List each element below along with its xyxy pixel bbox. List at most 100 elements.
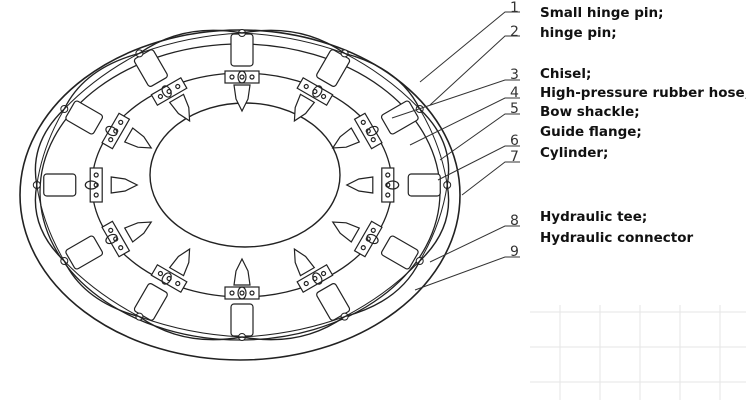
chisel [331,221,361,243]
bow-shackle [105,233,118,245]
chisel [123,127,153,149]
chisel-unit [65,220,153,270]
bow-shackle [161,85,172,98]
bolt-hole [370,227,376,233]
leader-line-4 [409,97,520,146]
leader-line-3 [391,79,520,119]
chisel-unit [293,247,351,321]
bolt-hole [157,93,164,100]
high-pressure-rubber-hose [241,32,345,54]
callout-number-6: 6 [510,133,519,149]
callout-number-8: 8 [510,213,519,229]
bolt-hole [175,280,181,287]
high-pressure-rubber-hose [344,260,421,318]
high-pressure-rubber-hose [139,32,243,54]
high-pressure-rubber-hose [63,260,140,318]
chisel [293,247,316,277]
chisel [293,93,316,123]
cylinder-body [380,235,419,270]
cylinder-body [65,235,104,270]
leader-line-9 [414,256,520,291]
high-pressure-rubber-hose [34,108,65,186]
high-pressure-rubber-hose [138,316,243,341]
high-pressure-rubber-hose [241,316,345,338]
bow-shackle [84,180,98,190]
chisel [233,257,251,286]
leader-line-8 [429,225,520,263]
chisel-unit [133,247,191,321]
leader-line-7 [461,161,520,196]
high-pressure-rubber-hose [34,184,65,262]
high-pressure-rubber-hose [63,260,140,318]
bolt-hole [239,290,245,296]
legend-high-pressure-rubber-hose: High-pressure rubber hose; [540,85,746,101]
leader-line-6 [437,145,520,181]
cylinder-body [65,100,104,135]
chisel [123,221,153,243]
background-grid [530,305,746,400]
chisel-unit [331,100,419,150]
chisel-unit [133,49,191,123]
cylinder-body [407,173,441,197]
chisel-units [32,29,452,341]
bolt-hole [118,119,124,125]
leader-lines [391,11,520,291]
high-pressure-rubber-hose [419,108,450,186]
chisel [345,176,374,194]
chisel-unit [43,167,139,203]
cylinder-body [230,303,254,337]
bolt-hole [303,83,309,90]
high-pressure-rubber-hose [63,52,140,110]
bolt-hole [108,137,114,143]
bolt-hole [157,270,164,277]
leader-line-1 [419,11,520,83]
bolt-hole [93,172,99,178]
high-pressure-rubber-hose [419,184,450,262]
bolt-hole [118,245,124,251]
high-pressure-rubber-hose [63,52,140,110]
bolt-hole [249,74,255,80]
high-pressure-rubber-hose [419,108,448,186]
chisel [168,247,191,277]
chisel [110,176,139,194]
high-pressure-rubber-hose [241,29,346,54]
bolt-hole [385,192,391,198]
bow-shackle [366,125,379,137]
leader-line-5 [439,113,520,161]
leader-line-2 [429,35,520,106]
chisel [168,93,191,123]
chisel-unit [331,220,419,270]
bolt-hole [360,119,366,125]
high-pressure-rubber-hose [138,29,243,54]
bow-shackle [161,272,172,285]
bolt-hole [320,93,327,100]
legend-hydraulic-connector: Hydraulic connector [540,230,694,246]
cylinder-body [380,100,419,135]
legend-small-hinge-pin: Small hinge pin; [540,5,664,21]
legend-guide-flange: Guide flange; [540,124,642,140]
chisel [233,84,251,113]
bolt-hole [385,172,391,178]
high-pressure-rubber-hose [344,52,421,110]
bolt-hole [303,280,309,287]
bow-shackle [237,70,247,84]
chisel-unit [65,100,153,150]
high-pressure-rubber-hose [36,184,65,262]
chisel-unit [224,257,260,337]
chisel-unit [224,33,260,113]
bow-shackle [312,85,323,98]
bolt-hole [239,74,245,80]
callout-number-3: 3 [510,67,519,83]
callout-number-7: 7 [510,149,519,165]
chisel-unit [293,49,351,123]
legend-chisel: Chisel; [540,66,592,82]
bolt-hole [229,290,235,296]
cylinder-body [230,33,254,67]
high-pressure-rubber-hose [344,52,421,110]
high-pressure-rubber-hose [139,316,243,338]
callout-number-9: 9 [510,244,519,260]
bow-shackle [237,286,247,300]
legend-hinge-pin: hinge pin; [540,25,617,41]
callout-numbers: 1 2 3 4 5 6 7 8 9 [510,0,519,260]
